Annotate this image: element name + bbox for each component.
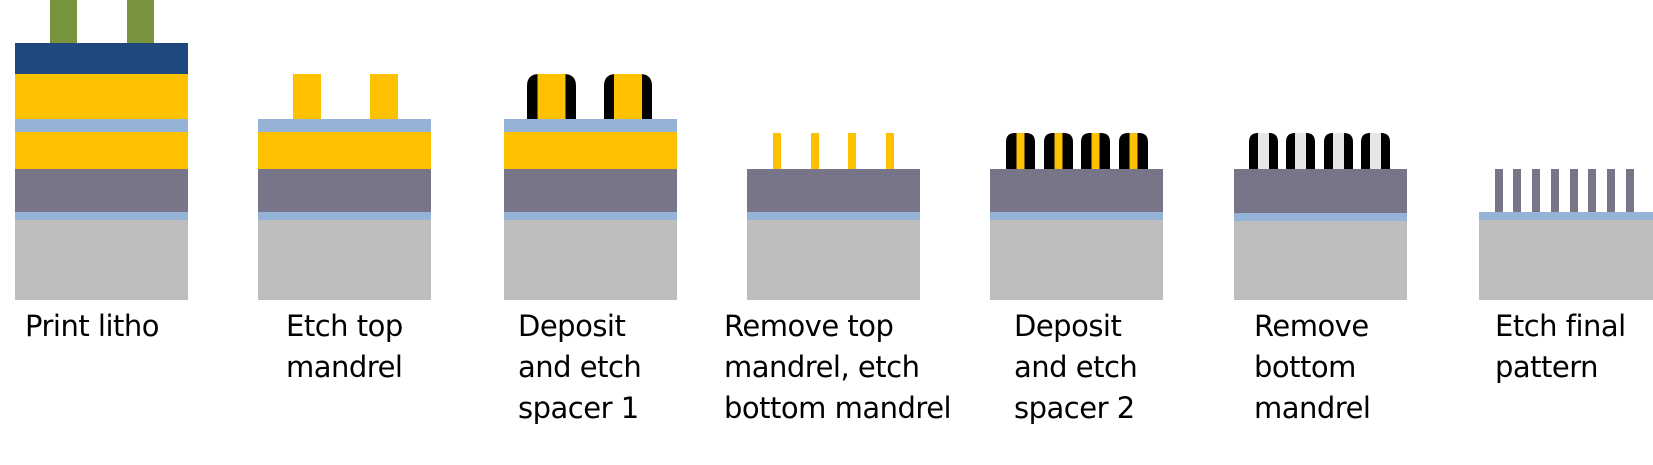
substrate [15,220,188,300]
spacer-2-core [1016,133,1025,169]
target-layer [747,169,920,212]
substrate [747,220,920,300]
final-line [1626,169,1634,212]
spacer-2-pair-core [1258,133,1269,169]
top-mandrel [293,74,321,119]
etch-stop-layer [990,212,1163,220]
bottom-mandrel [886,133,894,169]
bottom-mandrel [848,133,856,169]
target-layer [1234,169,1407,213]
final-line [1532,169,1540,212]
bottom-mandrel-layer [504,132,677,169]
spacer-2-pair-core [1333,133,1344,169]
bottom-mandrel [811,133,819,169]
spacer-2-pair-core [1295,133,1306,169]
target-layer [258,169,431,212]
top-mandrel [370,74,398,119]
final-line [1513,169,1521,212]
substrate [1479,220,1653,300]
resist-line [50,0,77,43]
step-7-label: Etch final pattern [1495,309,1626,384]
step-4-label: Remove top mandrel, etch bottom mandrel [724,309,952,425]
step-3-label: Deposit and etch spacer 1 [518,309,642,425]
final-line [1607,169,1615,212]
etch-stop-layer [504,212,677,220]
final-line [1551,169,1559,212]
bottom-mandrel-layer [15,132,188,169]
step-2-label: Etch top mandrel [286,309,403,384]
etch-stop-layer [1234,213,1407,221]
target-layer [990,169,1163,212]
spacer-2-core [1054,133,1063,169]
final-line [1495,169,1503,212]
spacer-2-core [1091,133,1100,169]
substrate [1234,221,1407,300]
target-layer [15,169,188,212]
spacer-2-pair-core [1370,133,1381,169]
process-diagram [15,0,1653,300]
target-layer [504,169,677,212]
etch-stop-layer [1479,212,1653,220]
step-1-label: Print litho [25,309,160,343]
etch-stop-layer [504,119,677,132]
etch-stop-layer [15,119,188,132]
bottom-mandrel [773,133,781,169]
resist-line [127,0,154,43]
spacer-2-core [1129,133,1138,169]
top-mandrel-layer [15,74,188,119]
hardmask-layer [15,43,188,74]
step-6-label: Remove bottom mandrel [1254,309,1371,425]
etch-stop-layer [258,212,431,220]
final-line [1588,169,1596,212]
substrate [504,220,677,300]
spacer-1-core [614,74,642,119]
substrate [258,220,431,300]
substrate [990,220,1163,300]
spacer-1-core [537,74,566,119]
step-5-label: Deposit and etch spacer 2 [1014,309,1138,425]
etch-stop-layer [15,212,188,220]
etch-stop-layer [747,212,920,220]
bottom-mandrel-layer [258,132,431,169]
etch-stop-layer [258,119,431,132]
final-line [1570,169,1578,212]
